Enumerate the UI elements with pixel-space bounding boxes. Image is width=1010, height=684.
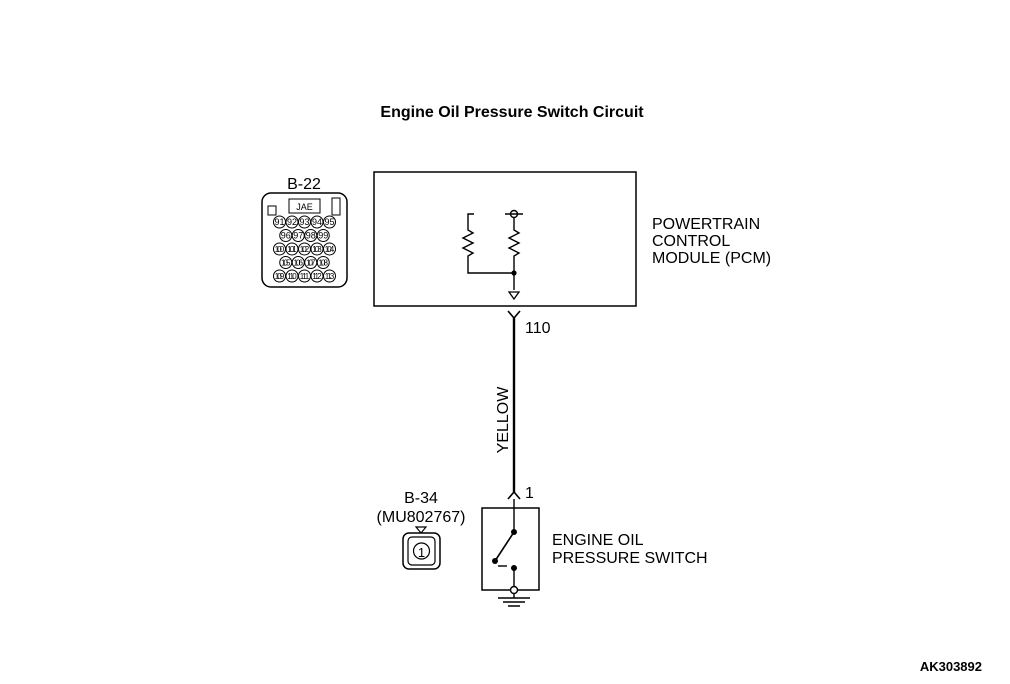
connector-b22-pin-number: 94 xyxy=(312,217,322,227)
switch-box xyxy=(481,507,540,591)
connector-b34-key xyxy=(414,526,428,534)
oil-pressure-switch: ENGINE OIL PRESSURE SWITCH xyxy=(481,499,708,607)
pcm-box xyxy=(373,171,637,307)
figure-reference: AK303892 xyxy=(920,659,982,674)
connector-b22-pin-number: 104 xyxy=(325,245,335,254)
connector-b34-inner xyxy=(407,536,436,566)
switch-label-line2: PRESSURE SWITCH xyxy=(552,550,708,567)
connector-b22-pin-number: 107 xyxy=(306,258,316,267)
connector-b22-pin-number: 99 xyxy=(318,230,328,240)
connector-b22-pin-number: 109 xyxy=(275,272,285,281)
switch-terminal-number: 1 xyxy=(525,485,534,502)
switch-blade xyxy=(494,531,515,562)
connector-b22-pin-number: 103 xyxy=(312,245,322,254)
switch-pin-fork xyxy=(507,490,521,500)
connector-b22-pin-number: 111 xyxy=(300,272,310,281)
connector-b22-pin-number: 108 xyxy=(319,258,329,267)
pcm-label-line2: CONTROL xyxy=(652,233,730,250)
connector-b34: B-34 (MU802767) 1 xyxy=(377,490,466,570)
connector-b22-pin-number: 91 xyxy=(274,217,284,227)
signal-wire: 110 1 YELLOW xyxy=(495,310,551,502)
connector-b22-pin xyxy=(316,229,330,242)
connector-b22-pin-number: 92 xyxy=(287,217,297,227)
pcm-terminal-number: 110 xyxy=(525,320,551,337)
connector-b22-maker-box xyxy=(288,198,321,214)
connector-b22-pin-number: 95 xyxy=(324,217,334,227)
pcm-left-branch-top xyxy=(467,213,474,217)
switch-label-line1: ENGINE OIL xyxy=(552,532,644,549)
pcm-module: POWERTRAIN CONTROL MODULE (PCM) xyxy=(373,171,771,307)
connector-b22-pin-number: 97 xyxy=(293,230,303,240)
connector-b22-right-latch xyxy=(331,197,341,216)
connector-b22-left-latch xyxy=(267,205,277,216)
pcm-pin-fork xyxy=(507,310,521,320)
connector-b22-pin-number: 93 xyxy=(299,217,309,227)
connector-b22-pin-number: 98 xyxy=(306,230,316,240)
connector-b22-pin-number: 102 xyxy=(300,245,310,254)
connector-b22-pin xyxy=(323,269,336,283)
connector-b22-pin-number: 105 xyxy=(281,258,291,267)
pcm-pullup-resistor-left xyxy=(461,217,514,274)
switch-contact-pivot xyxy=(492,558,498,564)
connector-b22-pin xyxy=(316,256,330,269)
connector-b22-pin-number: 110 xyxy=(287,272,297,281)
connector-b22-pin-number: 106 xyxy=(294,258,304,267)
pcm-junction-dot xyxy=(511,270,517,276)
connector-b22-maker: JAE xyxy=(296,202,313,212)
connector-b34-part-number: (MU802767) xyxy=(377,509,466,526)
connector-b22-pin-number: 100 xyxy=(275,245,285,254)
connector-b22-pin-number: 112 xyxy=(312,272,322,281)
connector-b22-id: B-22 xyxy=(287,176,321,193)
pcm-label-line3: MODULE (PCM) xyxy=(652,250,771,267)
switch-ground-terminal xyxy=(509,585,519,595)
connector-b22-pin xyxy=(323,215,336,229)
diagram-title: Engine Oil Pressure Switch Circuit xyxy=(380,104,644,121)
connector-b22-pin-number: 96 xyxy=(281,230,291,240)
connector-b34-pin-number: 1 xyxy=(418,545,425,560)
wire-color-label: YELLOW xyxy=(495,386,512,454)
pcm-input-arrow xyxy=(507,291,521,301)
ground-icon xyxy=(498,597,530,607)
connector-b34-pin xyxy=(412,542,431,560)
connector-b34-id: B-34 xyxy=(404,490,438,507)
pcm-label-line1: POWERTRAIN xyxy=(652,216,760,233)
connector-b22-pin-number: 101 xyxy=(287,245,297,254)
pcm-pullup-resistor-right xyxy=(507,218,521,290)
connector-b22-pin xyxy=(323,242,336,256)
connector-b22-pin-number: 113 xyxy=(325,272,335,281)
